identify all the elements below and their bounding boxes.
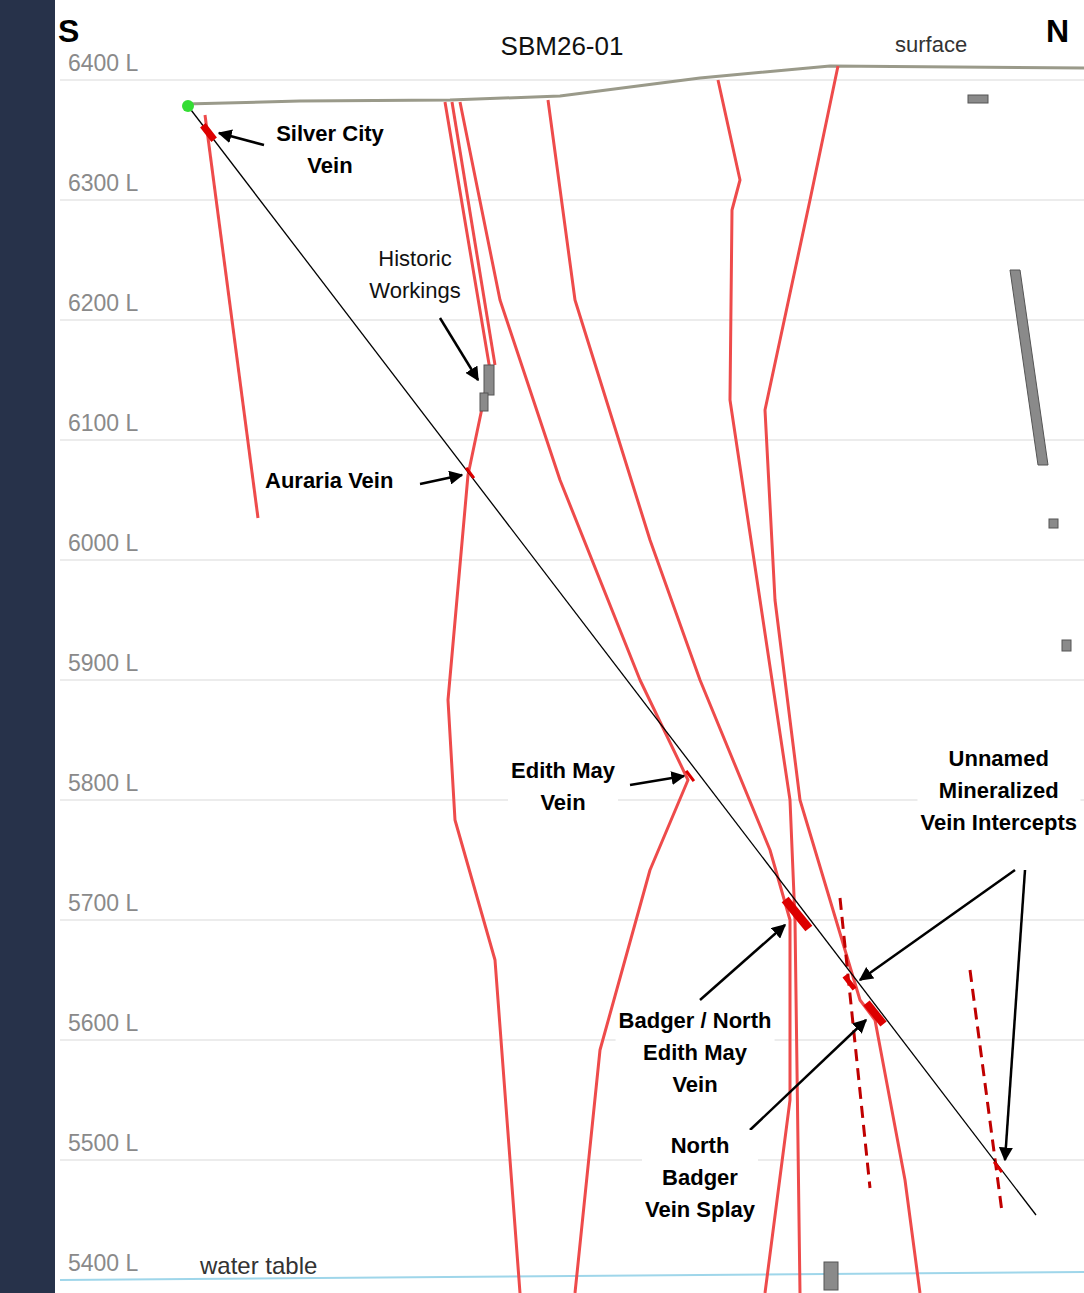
level-label: 5900 L: [68, 650, 138, 678]
surface-label: surface: [895, 32, 967, 58]
vein-callout: Auraria Vein: [262, 468, 396, 494]
water-table-label: water table: [200, 1252, 317, 1281]
vein-traces: [205, 66, 920, 1293]
compass-letter: S: [58, 12, 79, 50]
drill-hole-trace: [188, 106, 1036, 1215]
level-label: 6300 L: [68, 170, 138, 198]
level-label: 6100 L: [68, 410, 138, 438]
level-label: 5600 L: [68, 1010, 138, 1038]
level-label: 5400 L: [68, 1250, 138, 1278]
level-label: 6400 L: [68, 50, 138, 78]
collar-dot: [182, 100, 194, 112]
level-label: 5800 L: [68, 770, 138, 798]
vein-callout: North Badger Vein Splay: [642, 1130, 758, 1226]
vein-callout: Silver City Vein: [273, 118, 387, 182]
vein-callout: Badger / North Edith May Vein: [616, 1005, 775, 1101]
level-label: 6200 L: [68, 290, 138, 318]
unnamed-vein-dashes: [840, 898, 1002, 1212]
vein-callout: Historic Workings: [366, 243, 463, 307]
surface-line: [185, 66, 1084, 104]
callout-arrows: [219, 133, 1025, 1160]
level-label: 6000 L: [68, 530, 138, 558]
compass-letter: N: [1046, 12, 1069, 50]
level-grid: [60, 80, 1084, 1160]
vein-callout: Unnamed Mineralized Vein Intercepts: [917, 743, 1080, 839]
vein-callout: Edith May Vein: [508, 755, 618, 819]
historic-workings: [480, 95, 1071, 1290]
level-label: 5500 L: [68, 1130, 138, 1158]
section-panel: [55, 0, 1084, 1293]
vein-intercepts: [205, 128, 1001, 1171]
drillhole-title: SBM26-01: [501, 28, 624, 66]
level-label: 5700 L: [68, 890, 138, 918]
